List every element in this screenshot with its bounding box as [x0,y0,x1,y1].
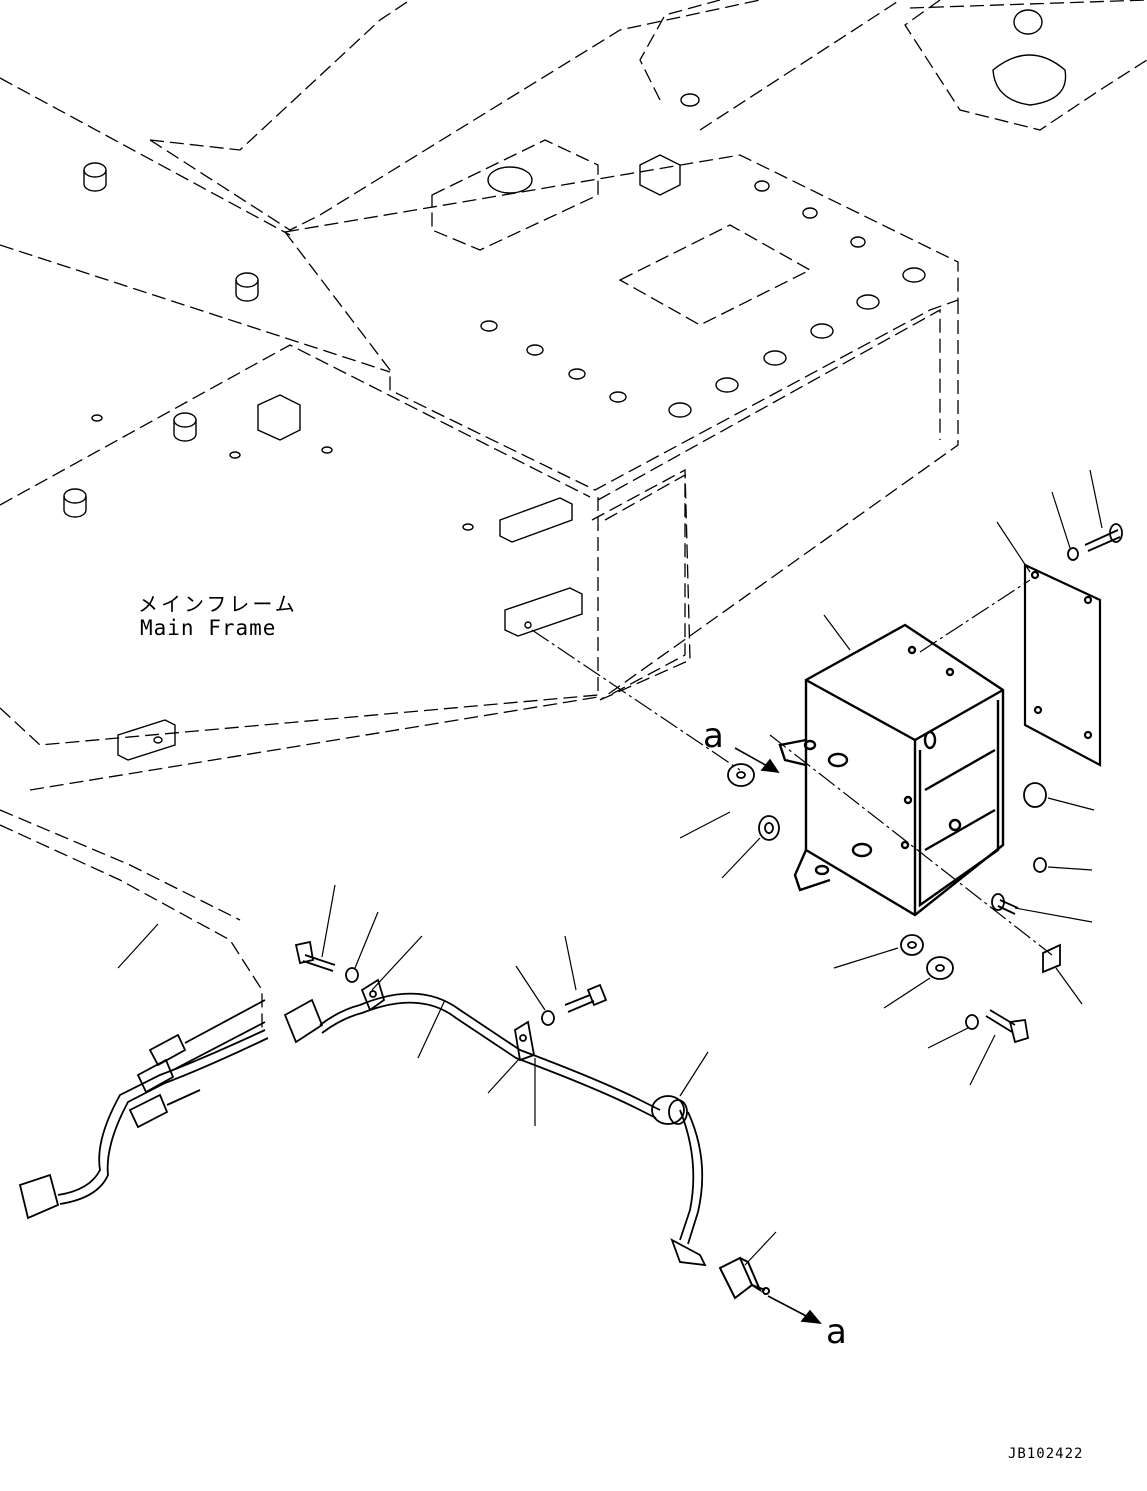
view-arrows [735,748,820,1323]
switch-box [780,625,1003,915]
cover-plate [1025,565,1100,765]
wiring-harness [20,980,705,1265]
view-marker-start: a [703,716,724,756]
toggle-switch [720,1258,769,1298]
main-frame-label-jp: メインフレーム [138,592,298,616]
main-frame [0,0,1147,1030]
leader-lines [118,470,1102,1265]
hardware [728,524,1122,1042]
harness-bolts [296,942,606,1025]
main-frame-label-en: Main Frame [140,616,277,640]
view-marker-end: a [826,1312,847,1352]
drawing-number: JB102422 [1008,1446,1084,1462]
frame-holes [64,10,1066,760]
